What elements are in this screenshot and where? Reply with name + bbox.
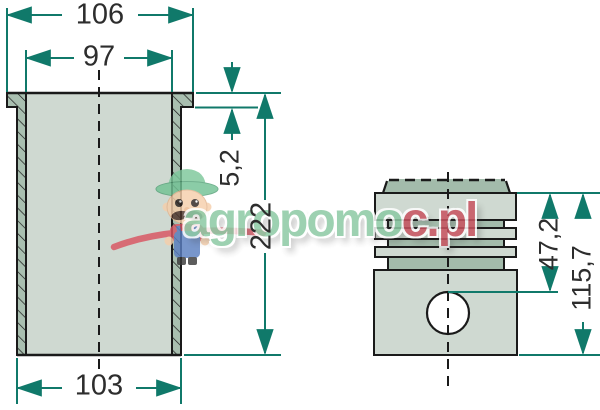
farmer-mascot-icon (155, 169, 219, 265)
liner-total-height-label: 222 (245, 201, 278, 251)
dimension-lines-liner (5, 6, 281, 404)
liner-bore-id-label: 97 (82, 40, 116, 73)
piston-ring-land-1 (374, 227, 517, 240)
watermark-text-green: agropomo (183, 194, 404, 247)
dimension-lines-piston (448, 192, 600, 356)
liner-flange-height-label: 5,2 (214, 149, 245, 187)
piston-total-height-label: 115,7 (566, 245, 597, 311)
piston-drawing (373, 172, 518, 386)
piston-pin-depth-label: 47,2 (533, 217, 564, 271)
liner-outer-od-label: 103 (74, 369, 124, 402)
piston-dome (383, 179, 510, 193)
liner-flange-od-label: 106 (75, 0, 125, 31)
watermark-text-red: c.pl (401, 194, 479, 247)
piston-ring-land-2 (374, 246, 517, 258)
watermark-text: agropomoc.pl (183, 194, 479, 247)
piston-crown (374, 192, 517, 221)
cylinder-liner-drawing (6, 70, 194, 374)
